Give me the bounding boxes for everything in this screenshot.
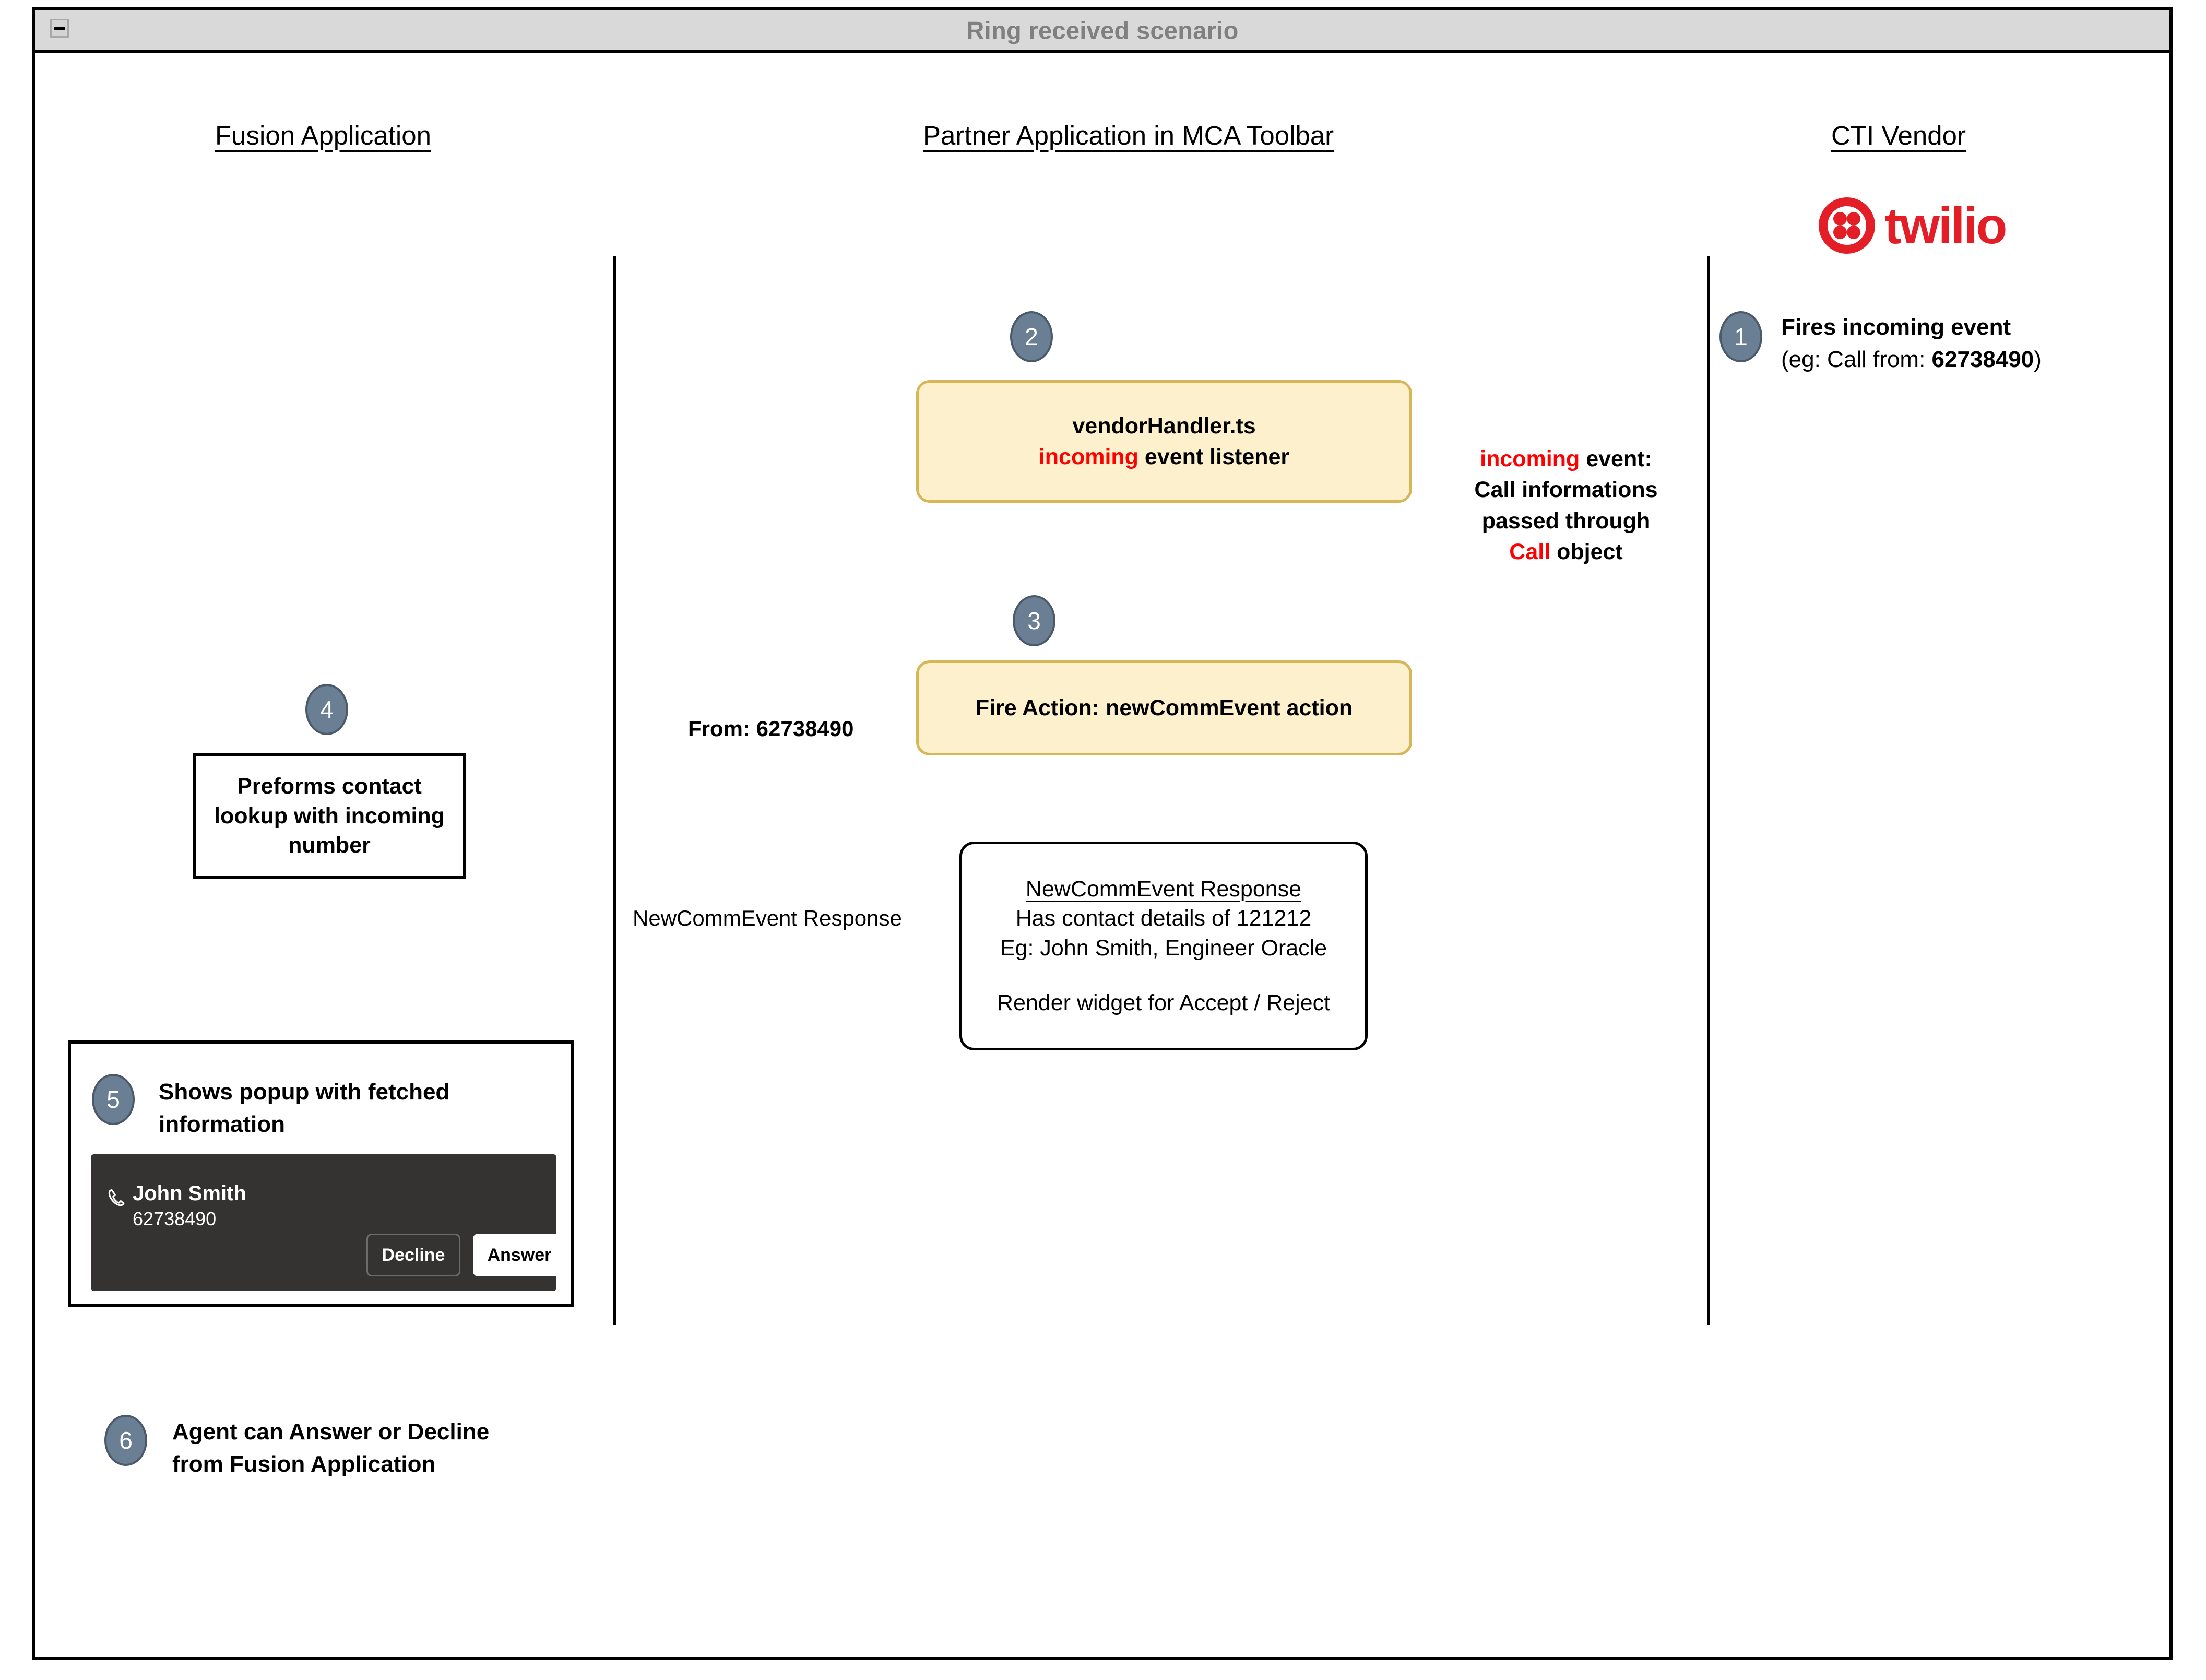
lifeline-fusion-application [613, 256, 616, 1325]
caller-info: John Smith 62738490 [133, 1181, 246, 1230]
annotation-call-info-line2: passed through [1481, 508, 1651, 534]
caller-number: 62738490 [133, 1208, 217, 1229]
step-badge-3: 3 [1013, 595, 1055, 646]
box-newcommevent-response: NewCommEvent Response Has contact detail… [959, 842, 1368, 1050]
twilio-dot-top-left [1833, 212, 1847, 226]
window-title: Ring received scenario [966, 16, 1239, 44]
vendor-handler-line1: vendorHandler.ts [1072, 413, 1256, 439]
vendor-handler-line2: incoming event listener [1039, 442, 1289, 472]
contact-lookup-line2: lookup with incoming [214, 803, 445, 829]
box-fire-action[interactable]: Fire Action: newCommEvent action [916, 660, 1412, 755]
twilio-logo: twilio [1819, 197, 2007, 254]
column-header-cti-vendor: CTI Vendor [1831, 121, 1966, 150]
step-1-number: 62738490 [1931, 347, 2034, 373]
minimize-button[interactable] [50, 19, 69, 38]
step-5-text: Shows popup with fetched information [159, 1079, 450, 1138]
step-6-text: Agent can Answer or Decline from Fusion … [172, 1416, 642, 1481]
decline-button[interactable]: Decline [366, 1234, 460, 1276]
step-badge-6: 6 [104, 1415, 147, 1466]
annotation-call-keyword: Call [1509, 539, 1551, 564]
box-contact-lookup: Preforms contact lookup with incoming nu… [193, 753, 466, 879]
step-1-text: Fires incoming event (eg: Call from: 627… [1781, 311, 2042, 376]
twilio-dot-top-right [1847, 212, 1860, 226]
incoming-call-toast: John Smith 62738490 Decline Answer [91, 1154, 566, 1291]
step-badge-5: 5 [92, 1074, 135, 1125]
window-title-bar: Ring received scenario [35, 10, 2169, 53]
contact-lookup-line1: Preforms contact [237, 773, 422, 799]
contact-lookup-line3: number [288, 833, 371, 858]
twilio-dot-bottom-right [1847, 226, 1860, 239]
caller-name: John Smith [133, 1182, 246, 1205]
annotation-incoming-line1: incoming event: [1430, 444, 1702, 475]
newcomm-response-header: NewCommEvent Response [1025, 876, 1302, 902]
column-header-fusion-application: Fusion Application [215, 121, 431, 150]
newcomm-response-line1: Has contact details of 121212 [1015, 906, 1312, 931]
label-newcommevent-response: NewCommEvent Response [633, 906, 902, 930]
step-1-line1: Fires incoming event [1781, 314, 2011, 340]
twilio-wordmark: twilio [1884, 197, 2007, 254]
annotation-incoming-keyword: incoming [1480, 446, 1580, 471]
phone-icon [108, 1189, 125, 1206]
annotation-call-object-line: Call object [1430, 537, 1702, 567]
annotation-call-info-line1: Call informations [1474, 477, 1658, 503]
step-6-line2: from Fusion Application [172, 1451, 436, 1477]
answer-button[interactable]: Answer [473, 1234, 566, 1276]
label-from-number: From: 62738490 [688, 716, 854, 741]
newcomm-response-line2: Eg: John Smith, Engineer Oracle [1000, 936, 1327, 961]
step-badge-4: 4 [305, 684, 348, 735]
lifeline-cti-vendor [1707, 256, 1710, 1325]
step-1-line2: (eg: Call from: 62738490) [1781, 344, 2042, 376]
vendor-handler-listener-text: event listener [1138, 444, 1290, 469]
annotation-incoming-event: incoming event: Call informations passed… [1430, 444, 1702, 567]
newcomm-response-line3: Render widget for Accept / Reject [997, 990, 1331, 1015]
step-badge-2: 2 [1010, 311, 1053, 362]
column-header-partner-application: Partner Application in MCA Toolbar [923, 121, 1334, 150]
annotation-object-text: object [1550, 539, 1623, 564]
twilio-dot-bottom-left [1833, 226, 1847, 239]
annotation-event-text: event: [1580, 446, 1652, 471]
twilio-mark-icon [1819, 197, 1875, 254]
step-6-line1: Agent can Answer or Decline [172, 1419, 490, 1445]
box-vendor-handler[interactable]: vendorHandler.ts incoming event listener [916, 380, 1412, 503]
step-badge-1: 1 [1719, 311, 1762, 362]
popup-container: 5 Shows popup with fetched information J… [68, 1040, 574, 1307]
step-1-eg-prefix: (eg: Call from: [1781, 347, 1932, 373]
step-1-eg-suffix: ) [2034, 347, 2042, 373]
vendor-handler-incoming-keyword: incoming [1038, 444, 1138, 469]
